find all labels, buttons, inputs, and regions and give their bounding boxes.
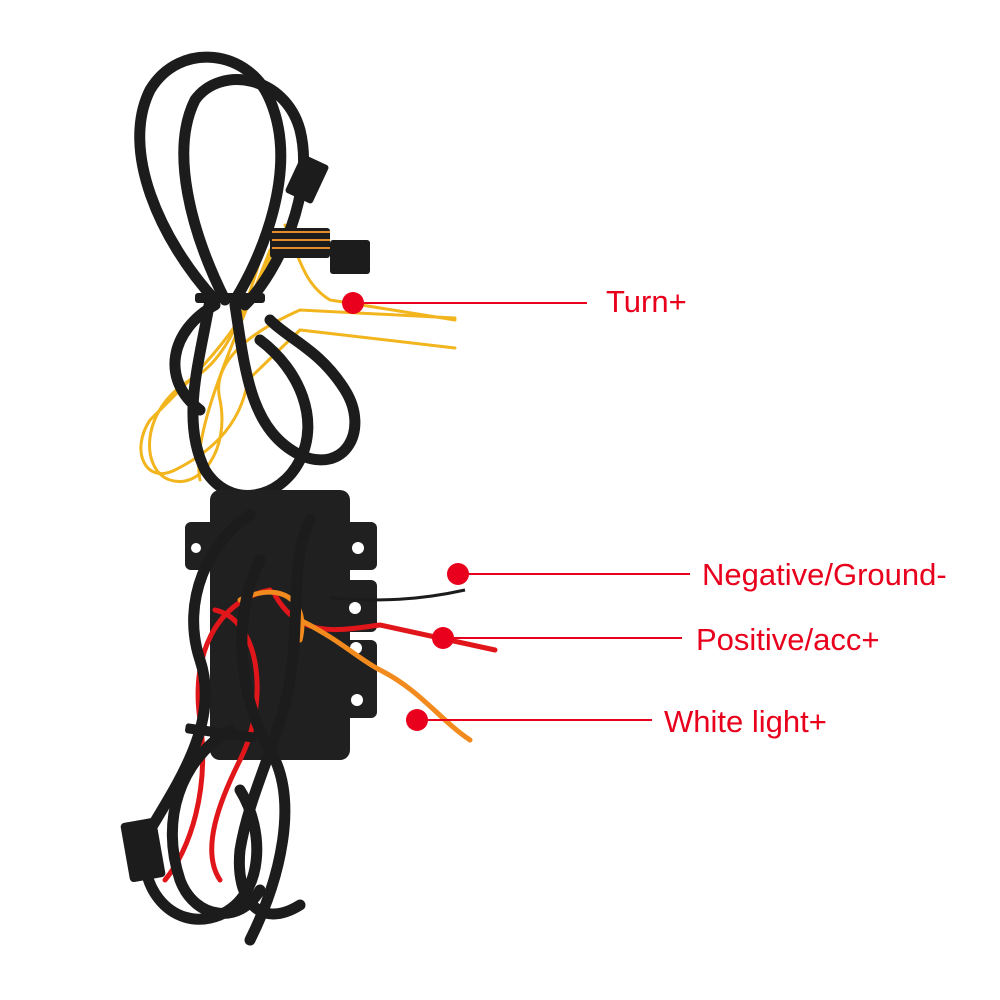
ground-wire xyxy=(329,588,466,602)
connector-plugs xyxy=(270,154,370,274)
bottom-connector xyxy=(120,817,166,883)
callout-dot-white xyxy=(406,709,428,731)
label-positive-acc: Positive/acc+ xyxy=(696,622,880,657)
callout-dot-positive xyxy=(432,627,454,649)
black-cable-top xyxy=(134,51,361,501)
callout-dot-negative xyxy=(447,563,469,585)
cable-tie-top xyxy=(195,293,265,303)
label-negative-ground: Negative/Ground- xyxy=(702,557,947,592)
callout-dot-turn xyxy=(342,292,364,314)
cable-tie-bottom xyxy=(185,723,257,743)
callouts xyxy=(342,292,690,731)
label-white-light: White light+ xyxy=(664,704,827,739)
label-turn-plus: Turn+ xyxy=(606,284,687,319)
